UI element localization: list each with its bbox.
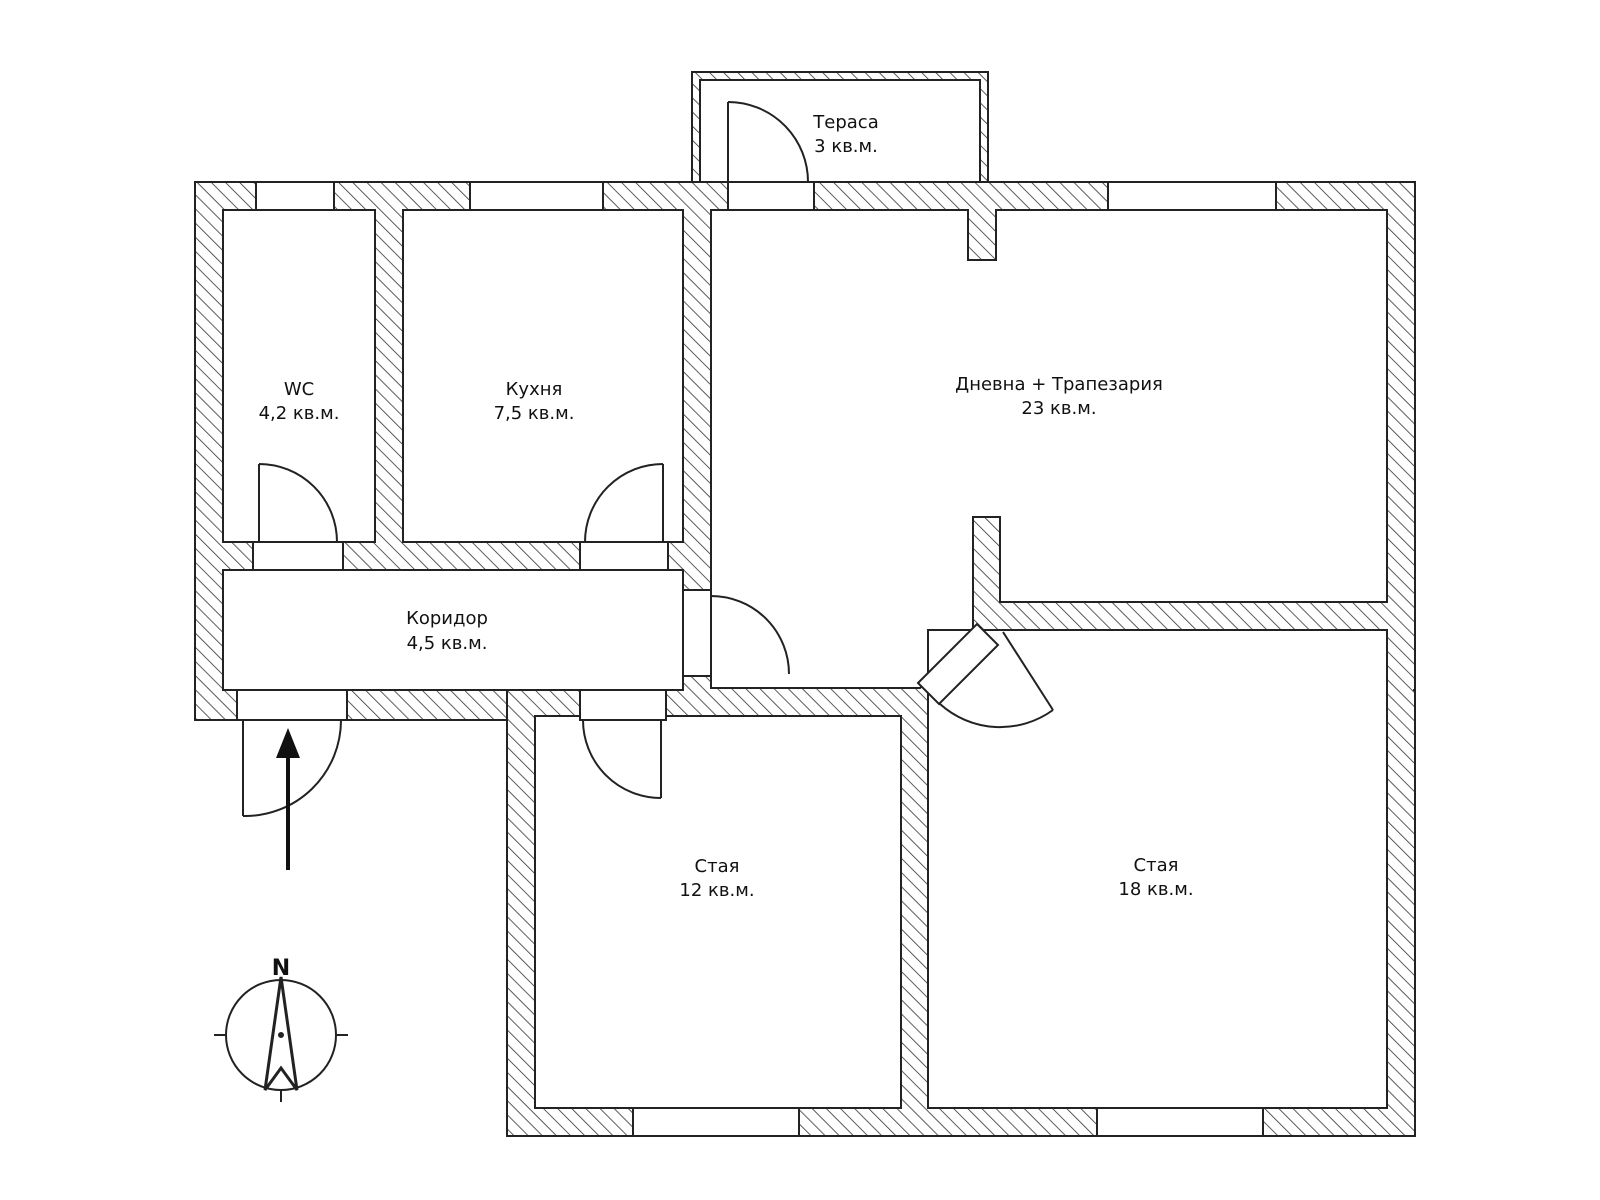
- room-area-room18: 18 кв.м.: [1118, 879, 1193, 900]
- room-area-room12: 12 кв.м.: [679, 880, 754, 901]
- room-name-living: Дневна + Трапезария: [955, 374, 1163, 395]
- window: [469, 181, 604, 211]
- window: [632, 1107, 800, 1137]
- room18-floor: [927, 629, 1388, 1109]
- terrace-floor: [699, 79, 981, 183]
- room-area-living: 23 кв.м.: [1021, 398, 1096, 419]
- wc-floor: [222, 209, 376, 543]
- door-openings: [236, 181, 815, 721]
- door-entry: [242, 719, 342, 818]
- room-name-kitchen: Кухня: [506, 379, 563, 400]
- window: [1107, 181, 1277, 211]
- room-name-room12: Стая: [695, 856, 740, 877]
- doors: [242, 101, 1054, 818]
- compass-icon: [214, 976, 348, 1102]
- door-opening-kitchen: [579, 541, 669, 571]
- door-opening-room12: [579, 689, 667, 721]
- room-area-kitchen: 7,5 кв.м.: [494, 403, 575, 424]
- door-kitchen: [584, 463, 664, 543]
- door-room18: [916, 622, 1054, 729]
- windows: [255, 181, 1277, 1137]
- room-area-corridor: 4,5 кв.м.: [407, 633, 488, 654]
- compass-letter: N: [272, 956, 290, 981]
- compass: N: [214, 956, 348, 1102]
- window: [255, 181, 335, 211]
- room-area-wc: 4,2 кв.м.: [259, 403, 340, 424]
- room-name-wc: WC: [284, 379, 314, 400]
- door-living: [710, 595, 790, 675]
- door-opening-entry: [236, 689, 348, 721]
- room-labels: Тераса 3 кв.м. WC 4,2 кв.м. Кухня 7,5 кв…: [259, 112, 1194, 901]
- door-opening-living: [682, 589, 712, 677]
- room-floors: [222, 79, 1388, 1109]
- window: [1096, 1107, 1264, 1137]
- room-name-terrace: Тераса: [812, 112, 878, 133]
- door-opening-wc: [252, 541, 344, 571]
- corridor-floor: [222, 569, 684, 691]
- room12-floor: [534, 715, 902, 1109]
- room-area-terrace: 3 кв.м.: [814, 136, 878, 157]
- entrance-arrow-icon: [276, 728, 300, 870]
- door-room12: [582, 719, 662, 799]
- kitchen-floor: [402, 209, 684, 543]
- door-opening-terrace: [727, 181, 815, 211]
- room-name-room18: Стая: [1134, 855, 1179, 876]
- room-name-corridor: Коридор: [406, 608, 488, 629]
- door-terrace: [727, 101, 809, 183]
- door-wc: [258, 463, 338, 543]
